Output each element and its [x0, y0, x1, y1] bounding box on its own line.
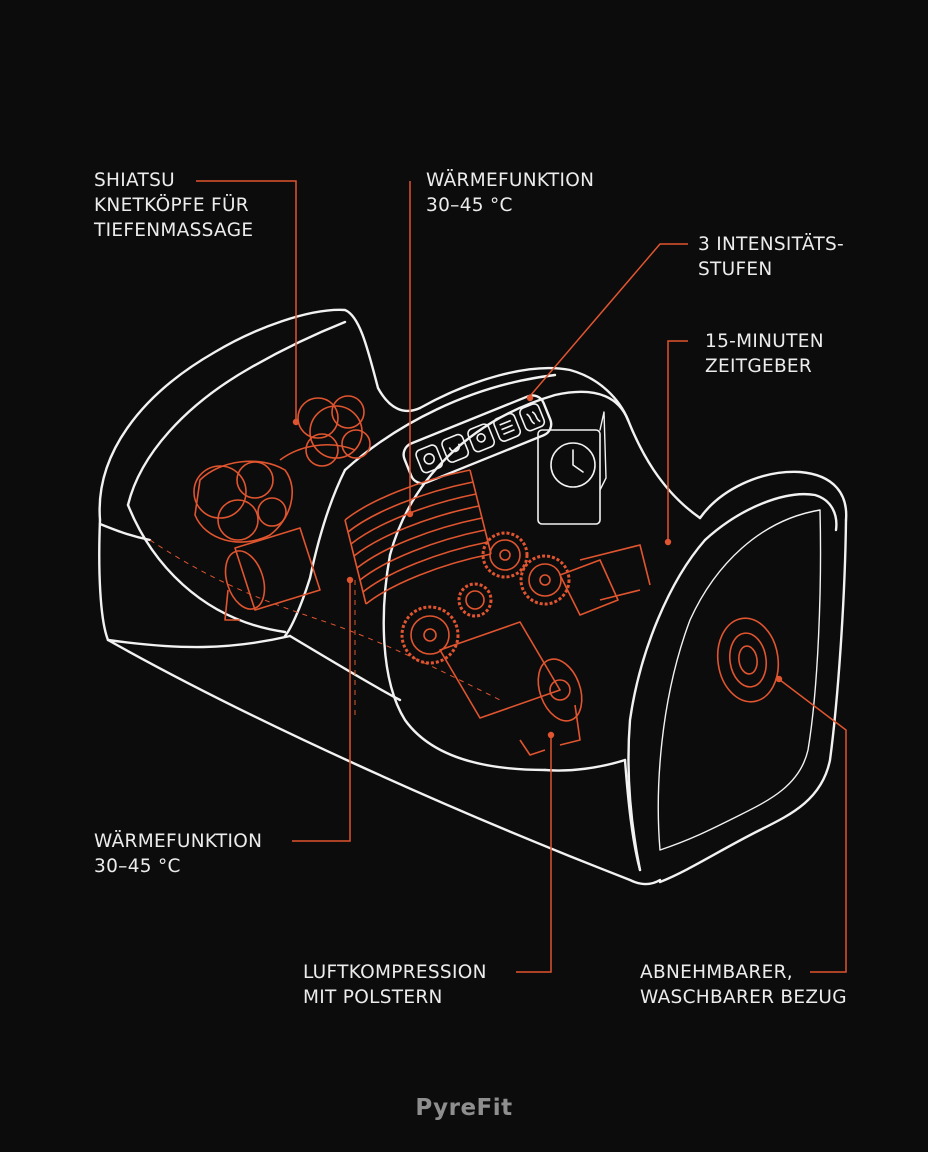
right-wing-outer	[658, 518, 848, 884]
heat-icon	[526, 411, 541, 425]
callout-intensity-line-1: 3 INTENSITÄTS-	[698, 234, 844, 255]
callout-heat-top-line-2: 30–45 °C	[426, 195, 513, 216]
timer-icon	[499, 419, 515, 436]
leader-timer	[667, 340, 688, 540]
callout-timer-line-1: 15-MINUTEN	[705, 331, 824, 352]
clock-face	[550, 442, 596, 488]
callout-timer-line-2: ZEITGEBER	[705, 356, 813, 377]
timer-clock-panel	[537, 429, 601, 525]
callout-shiatsu-line-3: TIEFENMASSAGE	[94, 220, 254, 241]
callout-shiatsu: SHIATSU KNETKÖPFE FÜR TIEFENMASSAGE	[94, 168, 253, 243]
callout-cover-line-1: ABNEHMBARER,	[640, 962, 793, 983]
leader-cover	[779, 679, 847, 973]
gearbox	[559, 544, 651, 616]
control-panel	[402, 394, 553, 485]
brand-logo: PyreFit	[415, 1095, 513, 1121]
device-body	[98, 308, 848, 886]
heating-fins	[344, 469, 492, 605]
centre-arch-front	[343, 373, 557, 472]
callout-heat-bottom: WÄRMEFUNKTION 30–45 °C	[94, 829, 262, 879]
internal-mechanism	[149, 395, 780, 756]
callout-intensity-line-2: STUFEN	[698, 259, 773, 280]
centre-arch-right-down	[382, 553, 547, 772]
callout-shiatsu-line-1: SHIATSU	[94, 170, 176, 191]
internal-dashed-outline	[149, 539, 501, 701]
leader-air-compression	[516, 737, 552, 973]
power-button[interactable]	[414, 444, 444, 474]
timer-button[interactable]	[492, 412, 522, 442]
centre-arch-left-down	[283, 468, 347, 638]
centre-bottom-seam	[543, 758, 627, 772]
mode-icon	[448, 443, 461, 453]
callout-heat-top-line-1: WÄRMEFUNKTION	[426, 170, 595, 191]
right-wing-panel	[657, 509, 822, 851]
callout-air-compression-line-1: LUFTKOMPRESSION	[303, 962, 487, 983]
left-wing-inner-lower	[126, 503, 287, 634]
right-wing-inner	[703, 493, 838, 542]
motor	[439, 621, 583, 756]
right-wing-left-edge	[623, 758, 642, 872]
leader-intensity	[529, 243, 688, 397]
callout-air-compression-line-2: MIT POLSTERN	[303, 987, 443, 1008]
centre-arch-right-edge	[388, 390, 630, 557]
callout-timer: 15-MINUTEN ZEITGEBER	[705, 329, 824, 379]
shiatsu-heads	[193, 395, 371, 543]
gear-train	[400, 531, 571, 665]
callout-shiatsu-line-2: KNETKÖPFE FÜR	[94, 195, 249, 216]
callout-air-compression: LUFTKOMPRESSION MIT POLSTERN	[303, 960, 487, 1010]
right-wing-top	[698, 470, 848, 522]
callout-heat-top: WÄRMEFUNKTION 30–45 °C	[426, 168, 594, 218]
power-icon	[423, 453, 435, 465]
base-mid-edge	[288, 634, 402, 702]
heat-button[interactable]	[518, 402, 546, 432]
left-drive-cylinder	[224, 527, 321, 621]
leader-heat-bottom	[292, 582, 351, 842]
level-icon	[476, 433, 486, 443]
left-wing-inner-curve	[126, 320, 347, 507]
left-wing-outline	[98, 308, 422, 522]
control-buttons	[414, 402, 546, 474]
centre-arch-top	[418, 366, 702, 520]
callout-cover: ABNEHMBARER, WASCHBARER BEZUG	[640, 960, 847, 1010]
base-bottom-edge	[106, 638, 662, 886]
callout-heat-bottom-line-2: 30–45 °C	[94, 856, 181, 877]
callout-cover-line-2: WASCHBARER BEZUG	[640, 987, 847, 1008]
level-button[interactable]	[466, 423, 496, 453]
mode-button[interactable]	[440, 433, 470, 463]
clock-panel-tab	[599, 411, 607, 491]
clock-hands	[572, 449, 584, 473]
callout-heat-bottom-line-1: WÄRMEFUNKTION	[94, 831, 263, 852]
callout-leaders	[196, 180, 847, 973]
left-wing-seam	[98, 522, 152, 542]
leader-shiatsu	[196, 180, 297, 420]
air-bladder-right	[716, 617, 780, 703]
callout-intensity: 3 INTENSITÄTS- STUFEN	[698, 232, 844, 282]
